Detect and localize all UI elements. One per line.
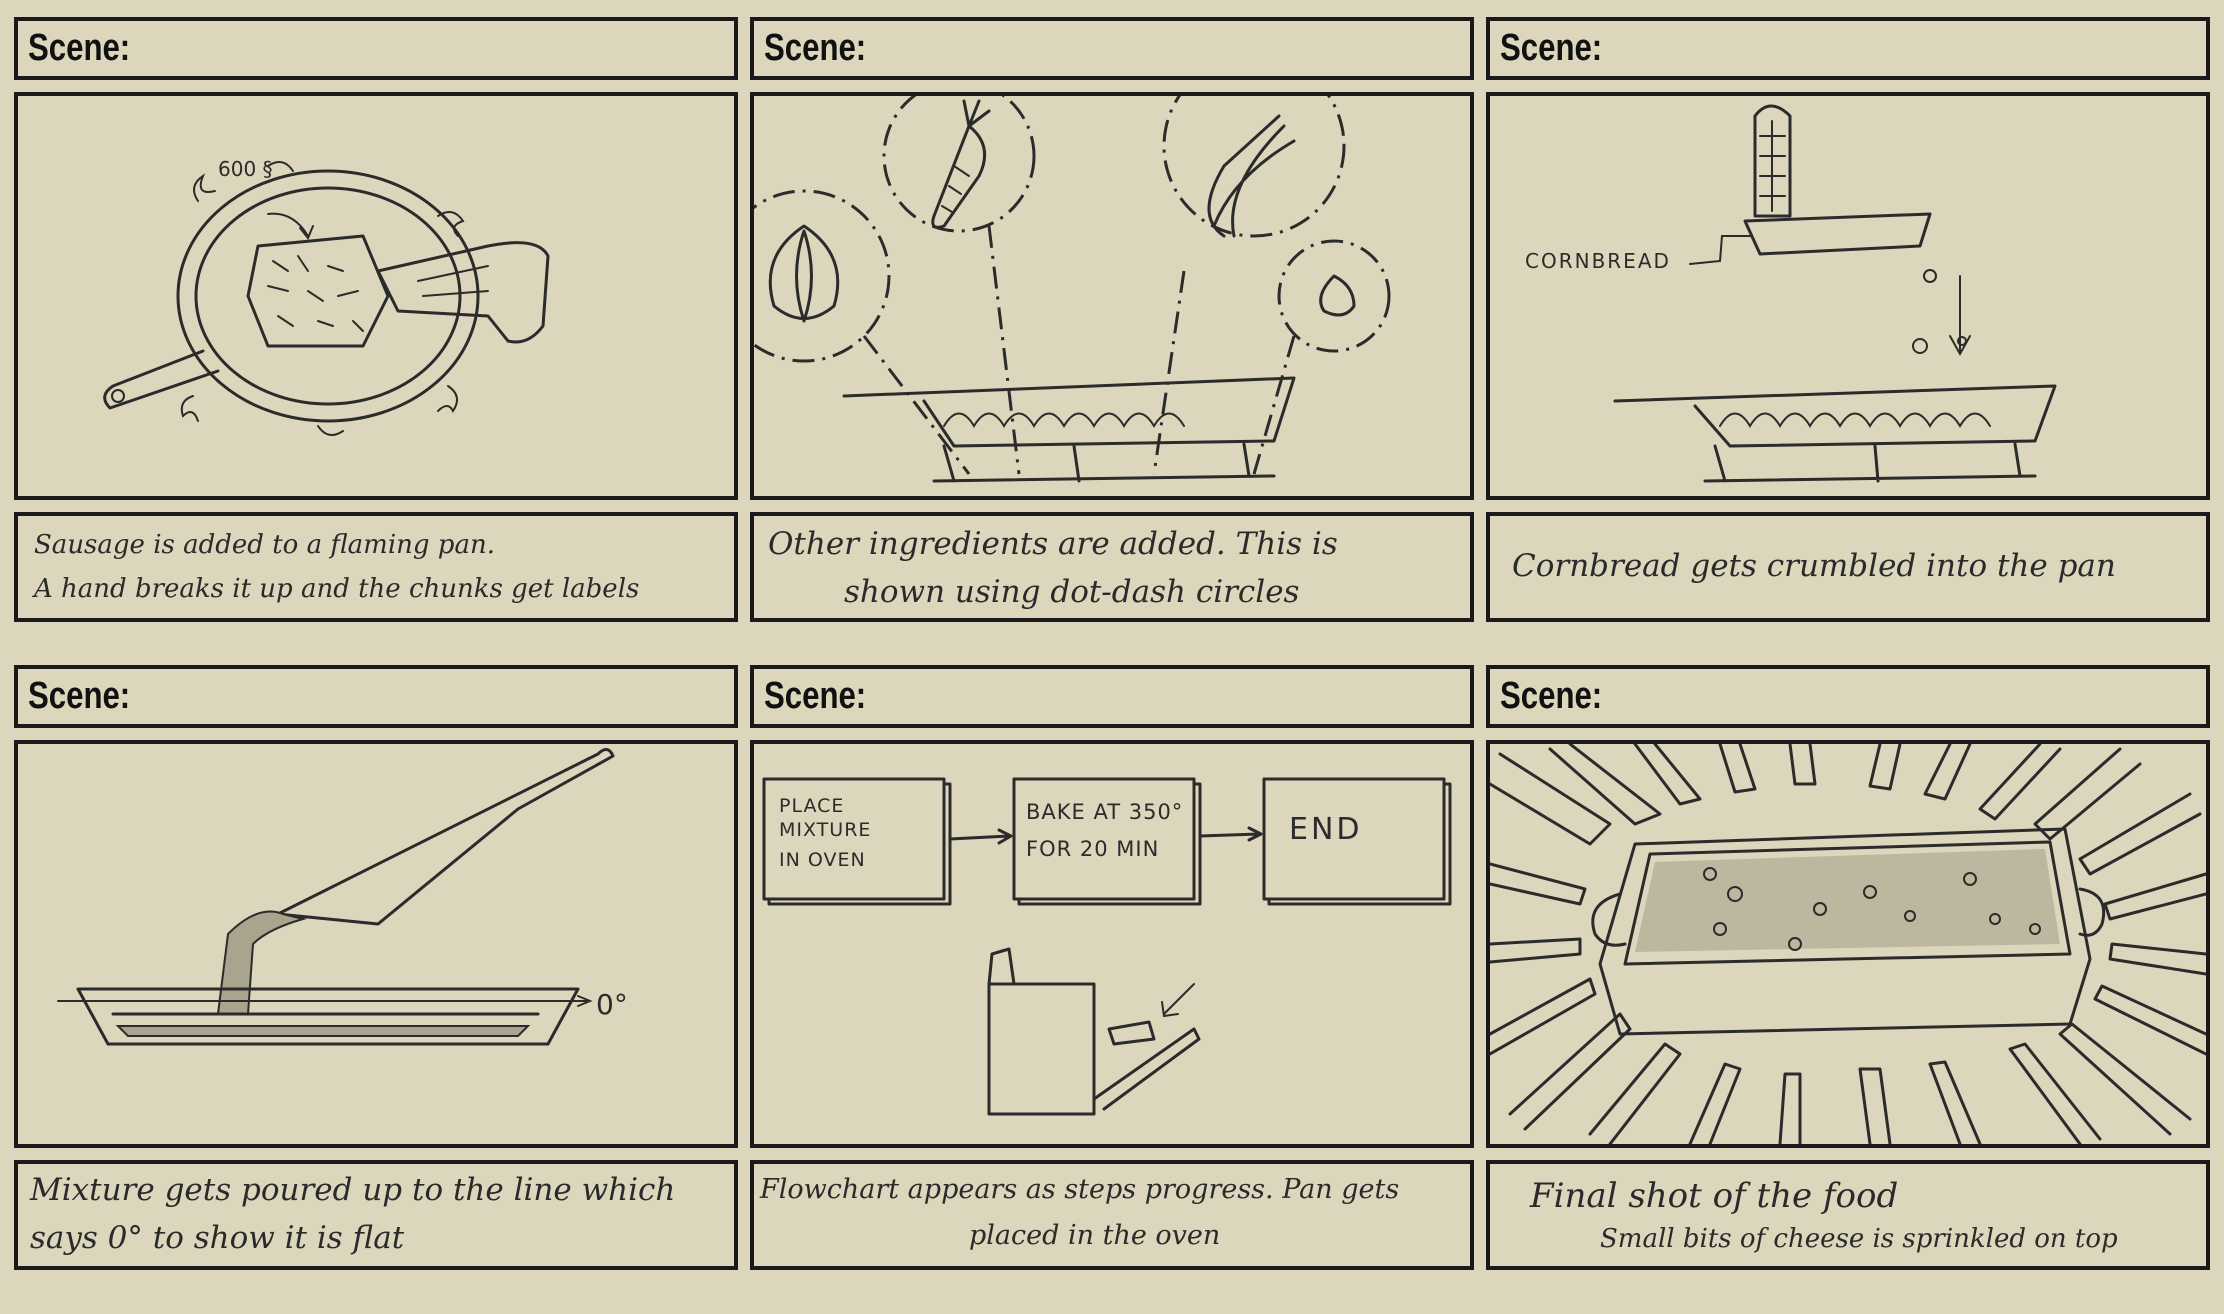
flow-step-2-line-2: FOR 20 MIN xyxy=(1026,837,1159,861)
caption-box: Final shot of the food Small bits of che… xyxy=(1486,1160,2210,1270)
caption-box: Flowchart appears as steps progress. Pan… xyxy=(750,1160,1474,1270)
flow-step-1-line-1: PLACE xyxy=(779,795,844,817)
scene-label: Scene: xyxy=(28,27,131,69)
caption-line-1: Sausage is added to a flaming pan. xyxy=(34,530,495,560)
final-dish-sketch xyxy=(1490,744,2206,1144)
scene-label: Scene: xyxy=(28,675,131,717)
caption-line-2: placed in the oven xyxy=(969,1220,1221,1251)
caption-line-1: Flowchart appears as steps progress. Pan… xyxy=(760,1174,1400,1205)
scene-label: Scene: xyxy=(1500,675,1603,717)
flow-step-1-line-2: MIXTURE xyxy=(779,819,871,841)
sketch-frame: CORNBREAD xyxy=(1486,92,2210,500)
flow-step-1-line-3: IN OVEN xyxy=(779,849,866,871)
sketch-frame xyxy=(750,92,1474,500)
zero-degree-label: 0° xyxy=(596,988,628,1021)
caption-line-2: A hand breaks it up and the chunks get l… xyxy=(34,574,640,604)
caption-box: Other ingredients are added. This is sho… xyxy=(750,512,1474,622)
flowchart-oven-sketch: PLACE MIXTURE IN OVEN BAKE AT 350° FOR 2… xyxy=(762,777,1452,1116)
sketch-frame: PLACE MIXTURE IN OVEN BAKE AT 350° FOR 2… xyxy=(750,740,1474,1148)
ingredients-sketch xyxy=(754,96,1391,483)
scene-label: Scene: xyxy=(764,675,867,717)
flow-step-2-line-1: BAKE AT 350° xyxy=(1026,800,1183,824)
scene-header: Scene: xyxy=(14,17,738,80)
caption-line-2: Small bits of cheese is sprinkled on top xyxy=(1600,1224,2118,1254)
scene-header: Scene: xyxy=(14,665,738,728)
caption-line-2: says 0° to show it is flat xyxy=(30,1220,405,1256)
cornbread-label: CORNBREAD xyxy=(1525,249,1671,273)
scene-header: Scene: xyxy=(750,665,1474,728)
sketch-frame: 600 § xyxy=(14,92,738,500)
scene-header: Scene: xyxy=(1486,17,2210,80)
caption-box: Cornbread gets crumbled into the pan xyxy=(1486,512,2210,622)
sketch-frame: 0° xyxy=(14,740,738,1148)
caption-box: Mixture gets poured up to the line which… xyxy=(14,1160,738,1270)
flow-step-3-line-1: END xyxy=(1289,812,1363,847)
caption-box: Sausage is added to a flaming pan. A han… xyxy=(14,512,738,622)
caption-line-1: Other ingredients are added. This is xyxy=(768,526,1338,562)
heat-label: 600 § xyxy=(218,157,273,181)
caption-line-2: shown using dot-dash circles xyxy=(844,574,1300,610)
scene-label: Scene: xyxy=(764,27,867,69)
scene-label: Scene: xyxy=(1500,27,1603,69)
pour-mixture-sketch: 0° xyxy=(57,748,628,1046)
sketch-frame xyxy=(1486,740,2210,1148)
caption-line-1: Mixture gets poured up to the line which xyxy=(30,1172,676,1208)
scene-header: Scene: xyxy=(750,17,1474,80)
cornbread-sketch: CORNBREAD xyxy=(1525,104,2057,483)
sausage-pan-sketch: 600 § xyxy=(103,157,550,436)
caption-line-1: Final shot of the food xyxy=(1530,1176,1899,1216)
scene-header: Scene: xyxy=(1486,665,2210,728)
caption-line-1: Cornbread gets crumbled into the pan xyxy=(1512,548,2116,584)
